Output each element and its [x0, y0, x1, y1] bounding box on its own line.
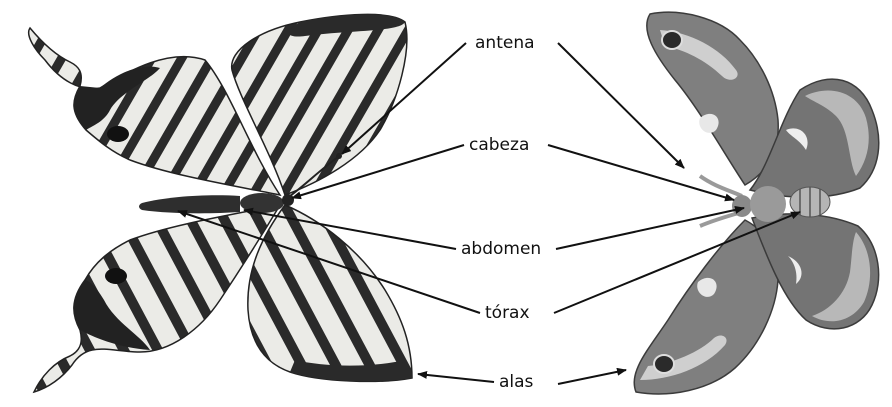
arrow-abdomen-right — [556, 208, 744, 249]
left-butterfly-lower-eyespot — [105, 268, 127, 284]
left-butterfly-antenna-tip — [336, 153, 342, 159]
left-butterfly-lower-forewing — [248, 205, 412, 381]
left-butterfly-upper-eyespot — [107, 126, 129, 142]
label-cabeza: cabeza — [466, 135, 532, 155]
arrow-cabeza-right — [548, 145, 734, 200]
right-moth-lower-forewing-eyespot — [654, 355, 674, 373]
arrow-alas-left — [418, 374, 494, 382]
right-moth-upper-forewing-eyespot — [662, 31, 682, 49]
label-abdomen: abdomen — [458, 239, 544, 259]
right-moth-upper-forewing-spot — [699, 114, 718, 133]
label-torax: tórax — [482, 303, 533, 323]
left-butterfly — [29, 14, 412, 392]
arrow-alas-right — [558, 370, 626, 384]
left-butterfly-abdomen — [139, 195, 240, 213]
right-moth — [634, 12, 879, 394]
left-butterfly-head — [282, 194, 294, 206]
right-moth-head — [732, 195, 752, 217]
label-alas: alas — [496, 372, 536, 392]
right-moth-thorax — [750, 186, 786, 222]
label-antena: antena — [472, 33, 538, 53]
